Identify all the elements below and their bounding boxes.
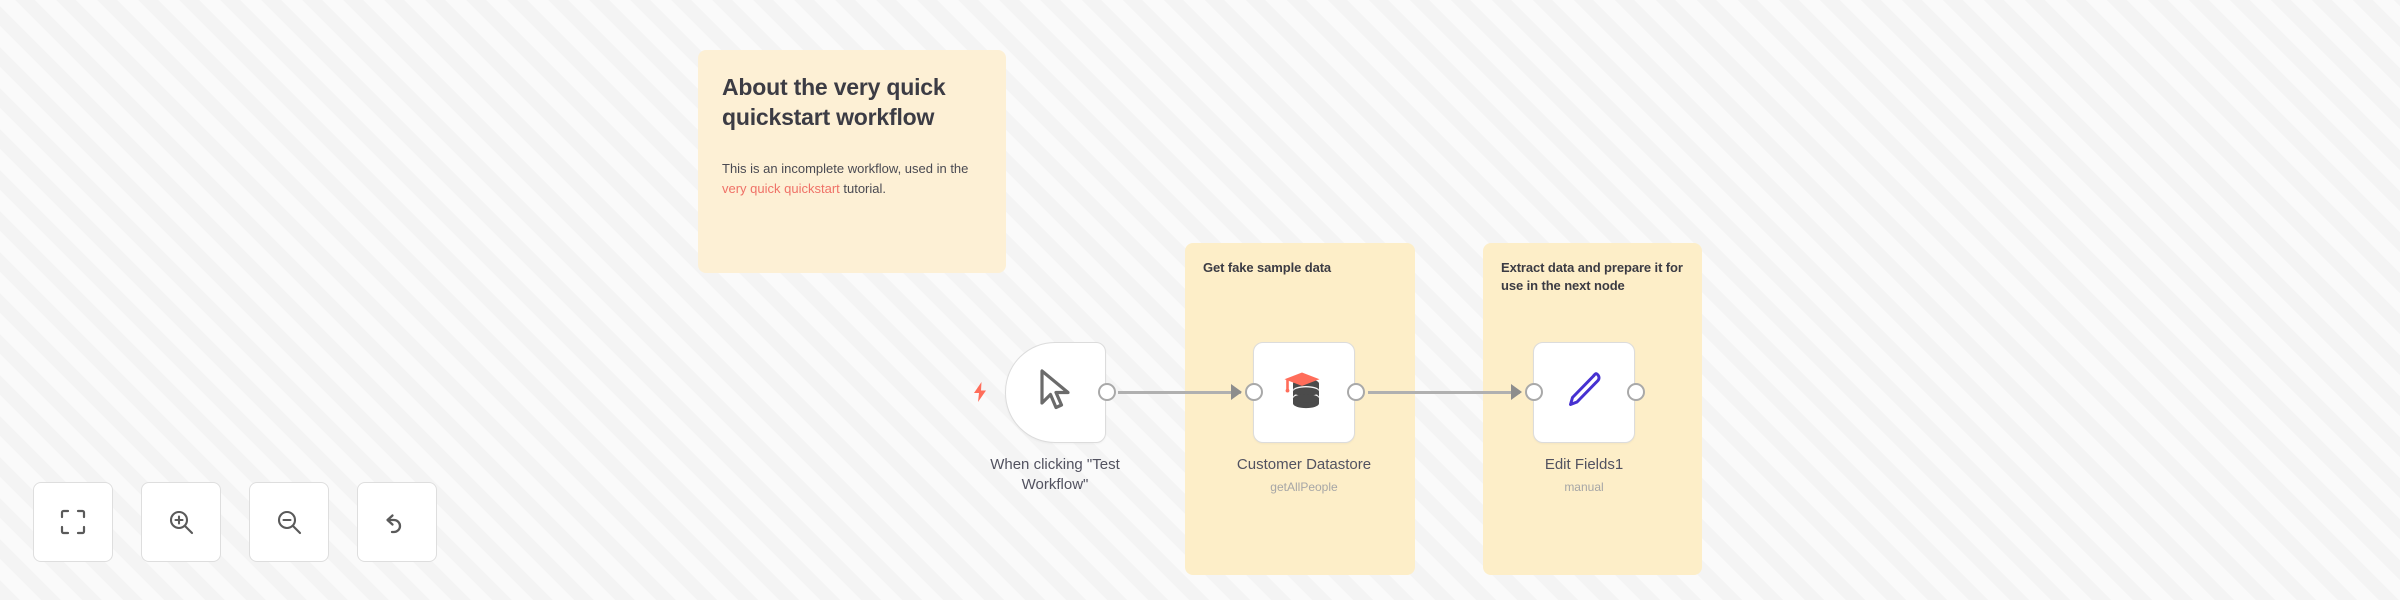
node-title: Edit Fields1 <box>1544 456 1624 473</box>
node-label-trigger: When clicking "Test Workflow" <box>990 456 1120 493</box>
lightning-bolt-icon <box>970 381 990 403</box>
node-subtitle: getAllPeople <box>1270 479 1338 494</box>
zoom-in-button[interactable] <box>141 482 221 562</box>
node-title: Customer Datastore <box>1236 456 1372 473</box>
group-note-label: Extract data and prepare it for use in t… <box>1501 260 1683 294</box>
node-output-endpoint-editfields[interactable] <box>1627 383 1645 401</box>
sticky-note-link[interactable]: very quick quickstart <box>722 180 840 196</box>
reset-zoom-button[interactable] <box>357 482 437 562</box>
graduation-cap-database-icon <box>1277 363 1331 422</box>
node-label-customer-datastore: Customer Datastore getAllPeople <box>1224 455 1384 495</box>
connection-trigger-to-datastore[interactable] <box>1118 391 1241 394</box>
cursor-pointer-icon <box>1035 367 1077 418</box>
node-subtitle: manual <box>1564 479 1604 494</box>
canvas-zoom-toolbar <box>33 482 437 562</box>
connection-datastore-to-editfields[interactable] <box>1368 391 1520 394</box>
group-note-label: Get fake sample data <box>1203 260 1332 275</box>
node-label-edit-fields1: Edit Fields1 manual <box>1504 455 1664 495</box>
node-input-endpoint-datastore[interactable] <box>1245 383 1263 401</box>
node-customer-datastore[interactable] <box>1253 342 1355 443</box>
zoom-to-fit-button[interactable] <box>33 482 113 562</box>
sticky-note-body: This is an incomplete workflow, used in … <box>722 159 982 199</box>
zoom-out-icon <box>275 508 303 536</box>
sticky-note-title: About the very quick quickstart workflow <box>722 74 946 131</box>
reset-zoom-icon <box>383 508 411 536</box>
sticky-note-body-text-after: tutorial. <box>839 180 887 196</box>
sticky-note-body-text-before: This is an incomplete workflow, used in … <box>722 160 969 176</box>
node-when-clicking-test-workflow[interactable] <box>1005 342 1106 443</box>
node-input-endpoint-editfields[interactable] <box>1525 383 1543 401</box>
zoom-to-fit-icon <box>59 508 87 536</box>
node-edit-fields1[interactable] <box>1533 342 1635 443</box>
sticky-note-about[interactable]: About the very quick quickstart workflow… <box>698 50 1006 273</box>
zoom-out-button[interactable] <box>249 482 329 562</box>
pencil-icon <box>1560 366 1608 419</box>
zoom-in-icon <box>167 508 195 536</box>
connection-arrow-icon <box>1231 384 1242 400</box>
connection-arrow-icon <box>1511 384 1522 400</box>
node-output-endpoint-datastore[interactable] <box>1347 383 1365 401</box>
node-output-endpoint-trigger[interactable] <box>1098 383 1116 401</box>
